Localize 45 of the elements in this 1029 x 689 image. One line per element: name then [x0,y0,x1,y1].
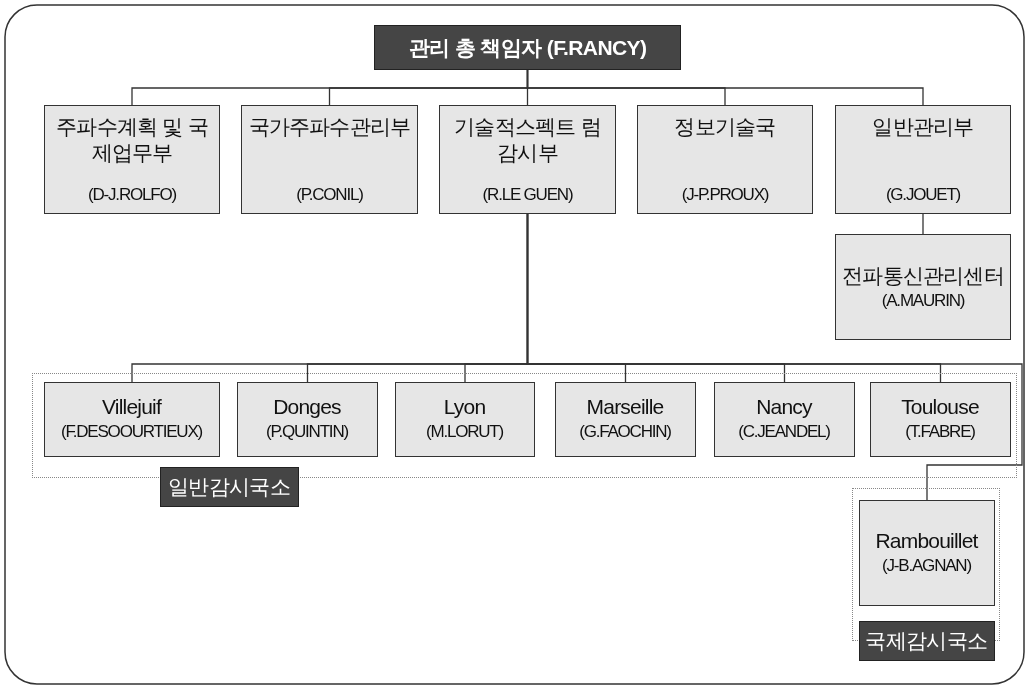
station-box [713,381,855,457]
person-name: (J-P.PROUX) [681,184,769,206]
person-name: (T.FABRE) [905,421,975,443]
department-name: 주파수계획 및 국제업무부 [55,114,209,166]
station-box [858,499,995,606]
department-name: 국가주파수관리부 [248,114,411,140]
department-box [637,105,813,214]
station-name: Rambouillet [875,527,978,554]
station-name: Donges [273,394,341,420]
title-box: 관리 총 책임자 (F.RANCY) [374,25,681,70]
department-box [835,105,1011,214]
group-label: 국제감시국소 [858,620,995,661]
connector-line [922,213,924,235]
person-name: (G.FAOCHIN) [579,421,671,443]
station-name: Marseille [586,394,664,420]
department-name: 정보기술국 [674,114,776,140]
station-name: Villejuif [102,394,161,420]
person-name: (J-B.AGNAN) [882,554,971,577]
person-name: (G.JOUET) [885,184,961,206]
station-box [869,381,1011,457]
person-name: (D-J.ROLFO) [88,184,176,206]
connector-line [526,213,1023,501]
group-label: 일반감시국소 [159,466,299,507]
station-box [554,381,696,457]
person-name: (R.LE GUEN) [482,184,573,206]
department-box [439,105,616,214]
station-name: Lyon [443,394,486,420]
department-box [44,105,220,214]
department-box [241,105,418,214]
department-box [835,234,1011,340]
station-box [236,381,378,457]
department-name: 전파통신관리센터 [842,263,1004,289]
station-name: Toulouse [901,394,979,420]
station-box [43,381,220,457]
person-name: (P.CONIL) [296,184,363,206]
person-name: (C.JEANDEL) [738,421,830,443]
station-box [394,381,535,457]
person-name: (A.MAURIN) [881,290,965,312]
person-name: (M.LORUT) [426,421,503,443]
person-name: (F.DESOOURTIEUX) [60,421,203,443]
connector-line [526,69,924,106]
department-name: 일반관리부 [872,114,974,140]
department-name: 기술적스펙트 럼감시부 [453,114,602,166]
station-name: Nancy [756,394,812,420]
person-name: (P.QUINTIN) [266,421,348,443]
